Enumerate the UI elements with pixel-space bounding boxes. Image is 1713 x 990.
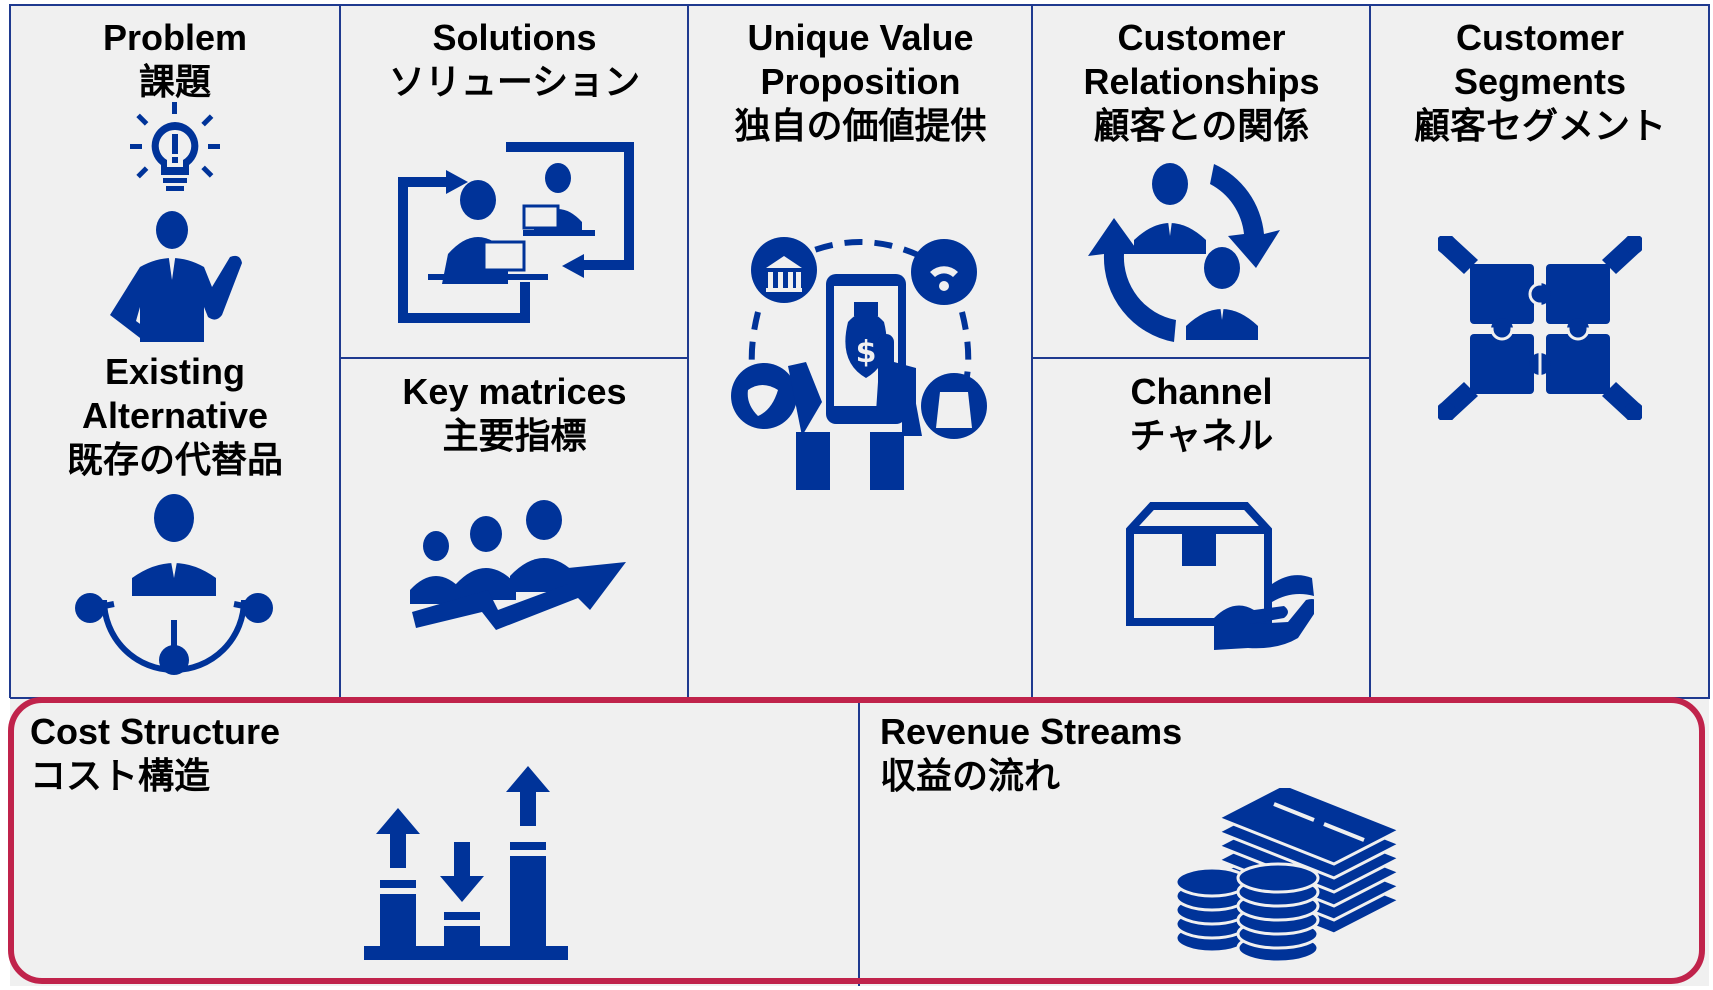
cost-title-jp: コスト構造: [30, 755, 211, 796]
puzzle-icon: [1438, 236, 1642, 420]
problem-title: Problem 課題: [10, 16, 340, 104]
channel-title-en: Channel: [1130, 371, 1273, 412]
existing-alt-title: Existing Alternative 既存の代替品: [10, 350, 340, 482]
segments-title-en1: Customer: [1455, 17, 1625, 58]
segments-title: Customer Segments 顧客セグメント: [1371, 16, 1709, 148]
bottom-split: [10, 697, 1710, 699]
divider-1: [339, 4, 341, 698]
key-matrices-title-jp: 主要指標: [442, 415, 587, 456]
uvp-title-jp: 独自の価値提供: [734, 105, 987, 146]
key-matrices-title-en: Key matrices: [402, 371, 627, 412]
svg-text:$: $: [856, 335, 877, 370]
network-person-icon: [75, 494, 273, 675]
uvp-title: Unique Value Proposition 独自の価値提供: [689, 16, 1032, 148]
revenue-title-en: Revenue Streams: [880, 711, 1183, 752]
relationships-title-en2: Relationships: [1083, 61, 1320, 102]
relationships-title-en1: Customer: [1117, 17, 1286, 58]
delivery-box-icon: [1126, 502, 1314, 650]
relationships-title: Customer Relationships 顧客との関係: [1033, 16, 1370, 148]
divider-2: [687, 4, 689, 698]
cycle-people-icon: [1088, 163, 1280, 342]
segments-title-jp: 顧客セグメント: [1413, 105, 1666, 146]
uvp-title-en1: Unique Value: [747, 17, 974, 58]
divider-4: [1369, 4, 1371, 698]
key-matrices-title: Key matrices 主要指標: [341, 370, 688, 458]
solutions-split: [341, 357, 688, 359]
solutions-title-en: Solutions: [432, 17, 597, 58]
solutions-title-jp: ソリューション: [388, 61, 641, 102]
left-border: [9, 4, 11, 698]
cost-title: Cost Structure コスト構造: [30, 710, 280, 798]
problem-title-en: Problem: [102, 17, 248, 58]
top-border: [10, 4, 1710, 6]
problem-title-jp: 課題: [138, 61, 211, 102]
relationships-split: [1033, 357, 1370, 359]
existing-alt-title-en2: Alternative: [81, 395, 269, 436]
channel-title: Channel チャネル: [1033, 370, 1370, 458]
solutions-title: Solutions ソリューション: [341, 16, 688, 104]
right-border: [1708, 4, 1710, 698]
growth-team-icon: [410, 500, 626, 630]
channel-title-jp: チャネル: [1129, 415, 1274, 456]
segments-title-en2: Segments: [1453, 61, 1627, 102]
cost-title-en: Cost Structure: [30, 711, 281, 752]
relationships-title-jp: 顧客との関係: [1093, 105, 1310, 146]
existing-alt-title-en1: Existing: [104, 351, 246, 392]
divider-3: [1031, 4, 1033, 698]
bottom-divider: [858, 698, 860, 986]
idea-person-icon: [110, 102, 242, 342]
existing-alt-title-jp: 既存の代替品: [66, 439, 283, 480]
revenue-title: Revenue Streams 収益の流れ: [880, 710, 1182, 798]
relationships-cell: [1033, 4, 1370, 698]
money-stack-icon: [1174, 788, 1400, 962]
mobile-payment-icon: $: [731, 237, 987, 490]
video-call-icon: [398, 142, 634, 323]
revenue-title-jp: 収益の流れ: [880, 755, 1061, 796]
bar-arrows-icon: [364, 766, 568, 960]
uvp-title-en2: Proposition: [760, 61, 961, 102]
